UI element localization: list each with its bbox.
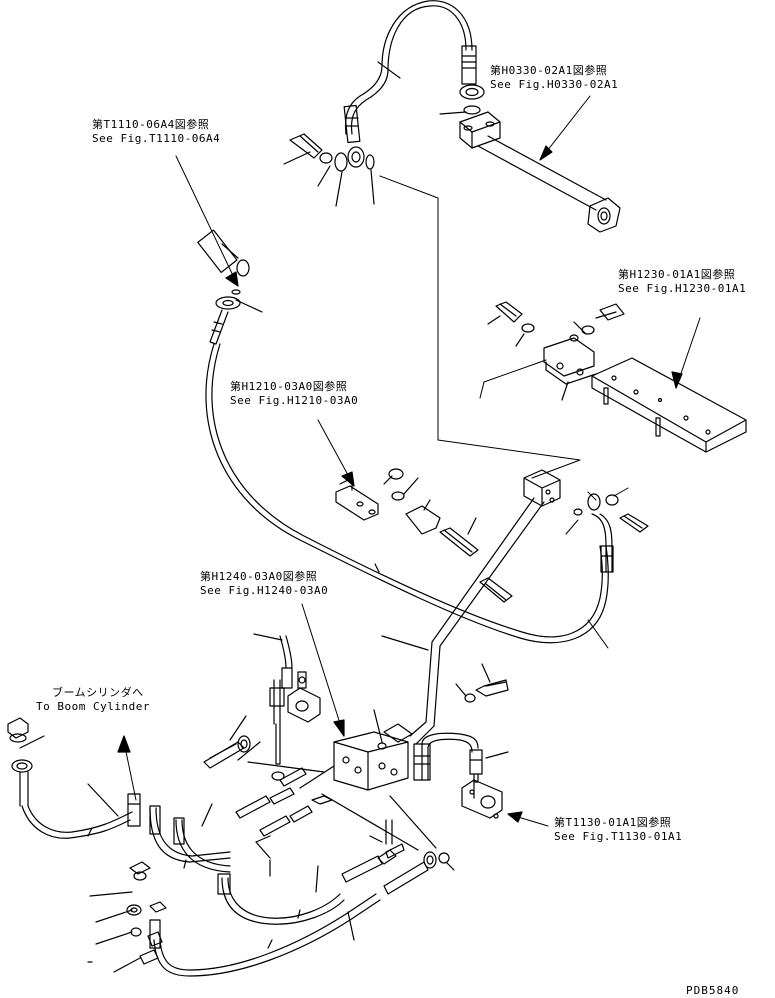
hose-fitting-top xyxy=(460,46,484,114)
callout-boom-en: To Boom Cylinder xyxy=(36,700,150,713)
callout-t1130-en: See Fig.T1130-01A1 xyxy=(554,830,683,843)
callout-t1130: 第T1130-01A1図参照 See Fig.T1130-01A1 xyxy=(554,816,682,844)
callout-t1130-ja: 第T1130-01A1図参照 xyxy=(554,816,672,829)
valve-block-h1240 xyxy=(334,732,408,790)
flange-t1130 xyxy=(462,780,502,818)
callout-h1240-ja: 第H1240-03A0図参照 xyxy=(200,570,318,583)
long-hose-left xyxy=(206,344,608,643)
callout-h1230: 第H1230-01A1図参照 See Fig.H1230-01A1 xyxy=(618,268,746,296)
leader-h1210-arrow xyxy=(342,472,354,486)
drawing-code: PDB5840 xyxy=(686,984,740,997)
leader-block-2 xyxy=(588,492,596,500)
routing-line-b2 xyxy=(480,382,484,398)
junction-block xyxy=(524,470,648,572)
boom-cylinder-hoses xyxy=(8,718,380,976)
arm-pipe xyxy=(460,112,620,232)
small-hose-center xyxy=(254,634,292,780)
fittings-left-of-block xyxy=(204,716,334,836)
routing-line-b xyxy=(484,360,546,382)
leader-lines-top xyxy=(284,62,466,206)
leader-h0330-arrow xyxy=(540,146,552,160)
callout-h1210-en: See Fig.H1210-03A0 xyxy=(230,394,359,407)
leader-boom-cylinder-arrow xyxy=(118,736,130,752)
callout-h1210: 第H1210-03A0図参照 See Fig.H1210-03A0 xyxy=(230,380,358,408)
top-hose xyxy=(346,1,472,134)
steel-pipe-main xyxy=(382,498,544,744)
routing-line-a xyxy=(380,176,580,478)
callout-h0330-ja: 第H0330-02A1図参照 xyxy=(490,64,608,77)
callout-boom: ブームシリンダへ To Boom Cylinder xyxy=(36,686,150,714)
callout-t1110: 第T1110-06A4図参照 See Fig.T1110-06A4 xyxy=(92,118,220,146)
leader-block-1 xyxy=(566,520,578,534)
leader-t1110 xyxy=(176,156,238,286)
bolt-upper xyxy=(290,134,332,163)
bolt-right xyxy=(456,664,508,702)
leader-hose-right xyxy=(588,620,608,648)
fitting-t1110 xyxy=(198,230,262,344)
leader-block-3 xyxy=(614,488,628,496)
callout-h1210-ja: 第H1210-03A0図参照 xyxy=(230,380,348,393)
callout-h0330-en: See Fig.H0330-02A1 xyxy=(490,78,619,91)
leader-t1110-arrow xyxy=(226,272,238,286)
flange-left xyxy=(288,672,320,722)
callout-t1110-en: See Fig.T1110-06A4 xyxy=(92,132,221,145)
callout-h0330: 第H0330-02A1図参照 See Fig.H0330-02A1 xyxy=(490,64,618,92)
callout-h1230-ja: 第H1230-01A1図参照 xyxy=(618,268,736,281)
bracket-h1210 xyxy=(336,469,478,556)
misc-leaders xyxy=(20,710,382,940)
callout-h1240-en: See Fig.H1240-03A0 xyxy=(200,584,329,597)
callout-h1230-en: See Fig.H1230-01A1 xyxy=(618,282,747,295)
small-hose-right xyxy=(414,733,508,782)
leader-t1130-arrow xyxy=(508,812,522,822)
callout-h1240: 第H1240-03A0図参照 See Fig.H1240-03A0 xyxy=(200,570,328,598)
hose-fitting-elbow xyxy=(335,105,374,171)
leader-h1230-arrow xyxy=(672,372,682,388)
callout-t1110-ja: 第T1110-06A4図参照 xyxy=(92,118,210,131)
fittings-below-block xyxy=(322,794,454,894)
lower-left-fittings xyxy=(88,862,166,972)
callout-boom-ja: ブームシリンダへ xyxy=(52,686,144,699)
leader-h1240-arrow xyxy=(334,720,344,736)
bracket-h1230 xyxy=(488,302,624,400)
long-hose-left-inner xyxy=(212,344,602,637)
leader-h1240 xyxy=(302,604,344,736)
plate-h1230 xyxy=(592,358,746,452)
hose-marker xyxy=(375,564,379,572)
